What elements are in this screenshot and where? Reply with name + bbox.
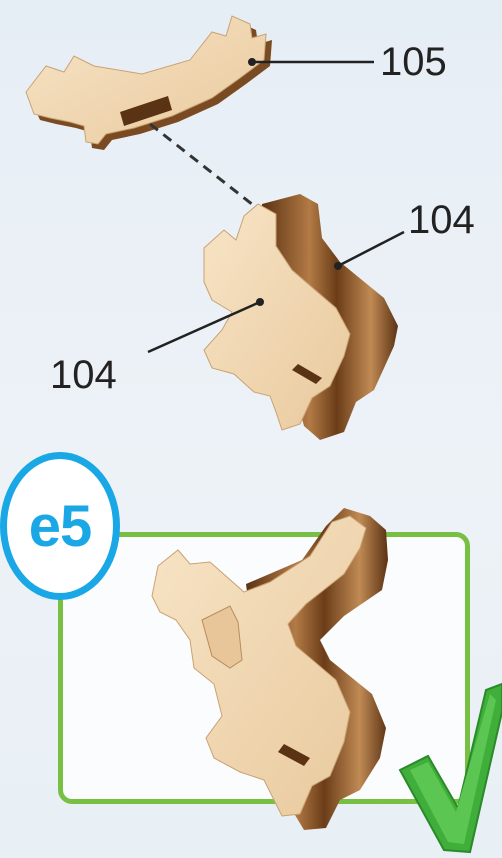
part-104-stack (203, 194, 398, 440)
step-badge: e5 (0, 452, 120, 600)
part-label-105: 105 (380, 40, 447, 84)
part-label-104-left: 104 (50, 353, 117, 397)
assembly-guide-line (149, 122, 263, 214)
leader-104-right (337, 230, 405, 268)
step-badge-label: e5 (28, 493, 93, 559)
part-105-piece (25, 15, 272, 150)
check-mark-icon (398, 682, 502, 854)
part-label-104-right: 104 (408, 198, 475, 242)
assembled-piece (151, 508, 388, 830)
leader-104-left (147, 300, 261, 354)
